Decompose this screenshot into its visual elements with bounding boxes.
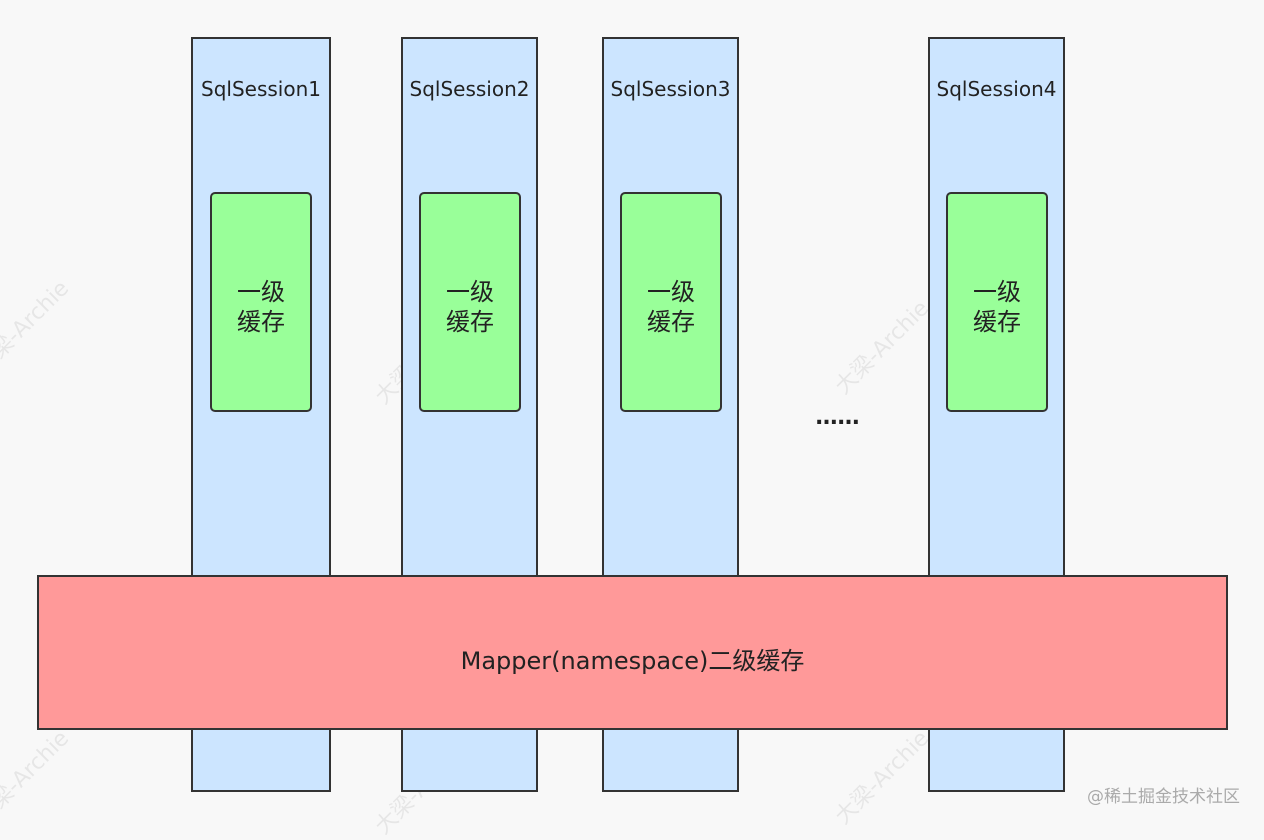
sqlsession-label: SqlSession4 — [936, 77, 1057, 101]
l1-cache-box: 一级 缓存 — [210, 192, 312, 412]
l1-cache-box: 一级 缓存 — [419, 192, 521, 412]
ellipsis-text: …… — [815, 405, 860, 430]
l1-cache-label: 一级 缓存 — [237, 278, 285, 336]
l1-cache-label: 一级 缓存 — [647, 278, 695, 336]
source-watermark: @稀土掘金技术社区 — [1087, 787, 1240, 807]
mapper-l2-cache-box: Mapper(namespace)二级缓存 — [37, 575, 1228, 730]
watermark-text: 大梁-Archie — [0, 726, 75, 830]
watermark-text: 大梁-Archie — [830, 296, 935, 400]
l1-cache-label: 一级 缓存 — [446, 278, 494, 336]
watermark-text: 大梁-Archie — [0, 276, 75, 380]
l1-cache-box: 一级 缓存 — [620, 192, 722, 412]
sqlsession-label: SqlSession3 — [610, 77, 731, 101]
watermark-text: 大梁-Archie — [830, 726, 935, 830]
l1-cache-label: 一级 缓存 — [973, 278, 1021, 336]
sqlsession-label: SqlSession1 — [201, 77, 321, 101]
sqlsession-label: SqlSession2 — [409, 77, 530, 101]
l1-cache-box: 一级 缓存 — [946, 192, 1048, 412]
mapper-l2-cache-label: Mapper(namespace)二级缓存 — [460, 647, 805, 675]
